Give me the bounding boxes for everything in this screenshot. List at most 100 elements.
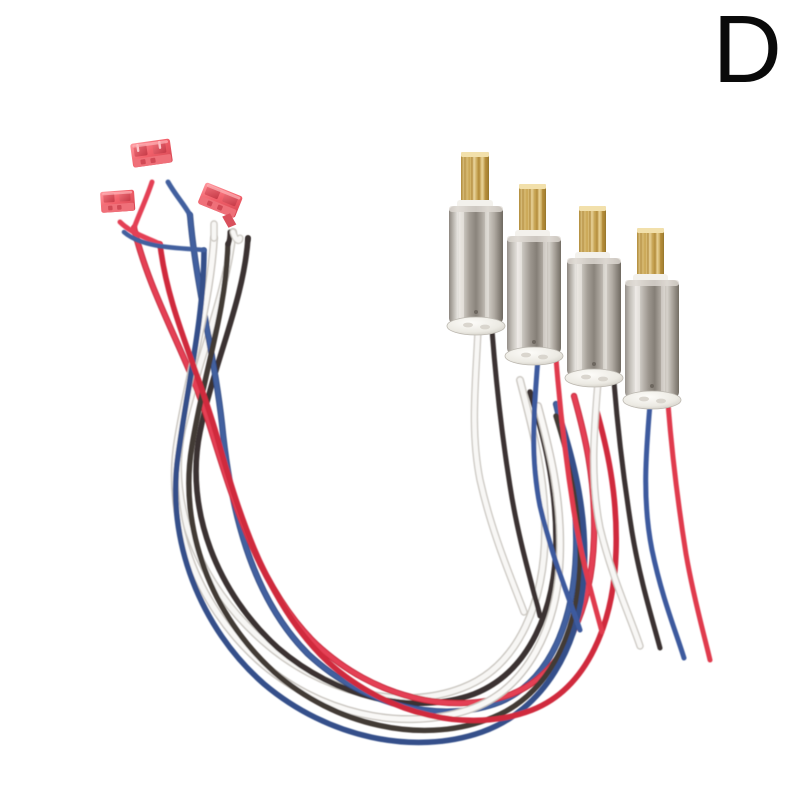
motor-2-end-cap <box>505 347 563 365</box>
motor-3-end-cap-rim <box>564 368 624 388</box>
motor-unit-4 <box>622 228 682 410</box>
wire-pigtail-blue-m2 <box>531 355 583 633</box>
motor-1-cap-vent-a <box>463 322 473 328</box>
motor-2-pinion-top <box>519 184 546 189</box>
motor-3-crimp-dimple <box>592 362 596 366</box>
motor-2-pinion-tooth-groove-4 <box>542 184 545 230</box>
motor-2-specular-2 <box>543 242 547 348</box>
motor-4-chrome-body <box>625 280 679 398</box>
connector-2-keyway-left <box>103 193 115 203</box>
motor-1-pinion-top <box>461 152 489 157</box>
wire-pigtail-white-m1 <box>472 327 527 615</box>
connector-3-highlight <box>206 184 241 200</box>
wire-pigtail-red-m2 <box>553 355 605 635</box>
motor-1-cap-vent-b <box>480 324 490 330</box>
variant-letter-label: D <box>712 0 782 103</box>
connector-1-slot-a <box>140 159 146 165</box>
wire-strand-black-2 <box>186 241 583 734</box>
motor-2-pinion-body <box>519 184 546 234</box>
connector-3-slot-b <box>216 204 223 211</box>
motor-1-pinion-body <box>461 152 489 204</box>
motor-2-pinion-gear <box>519 184 546 234</box>
motor-1-pinion-tooth-groove-2 <box>471 152 474 200</box>
motor-1-body-top-edge <box>449 206 503 212</box>
motor-3-pinion-tooth-groove-2 <box>589 206 592 252</box>
motor-4-pinion-tooth-groove-2 <box>647 228 650 274</box>
motor-2-crimp-dimple <box>532 340 536 344</box>
motor-4-specular-1 <box>635 286 640 392</box>
motor-2-chrome-body <box>507 236 561 354</box>
connector-plug-3 <box>198 182 243 228</box>
motor-1-specular-1 <box>459 212 464 318</box>
motor-4-pinion-tooth-groove-1 <box>640 228 643 274</box>
motor-4-crimp-dimple <box>650 384 654 388</box>
motor-1-specular-2 <box>485 212 489 318</box>
motor-unit-1 <box>446 152 506 336</box>
connector-plug-1 <box>130 138 173 168</box>
motor-3-cap-vent-a <box>581 374 591 380</box>
motor-4-pinion-tooth-groove-4 <box>660 228 663 274</box>
tail-blue-left <box>121 229 207 253</box>
connector-2-slot-b <box>117 205 122 210</box>
motor-3-specular-2 <box>603 264 607 370</box>
motor-2-specular-1 <box>517 242 522 348</box>
motor-3-specular-1 <box>577 264 582 370</box>
connector-2-slot-a <box>108 205 113 211</box>
tail-blue-upper <box>165 179 193 218</box>
tail-red-upper <box>131 179 155 231</box>
motor-2-cap-vent-b <box>538 354 548 360</box>
connector-2-highlight <box>102 190 133 196</box>
wire-strand-red-2 <box>157 241 620 724</box>
motor-3-pinion-gear <box>579 206 606 256</box>
motor-unit-3 <box>564 206 624 388</box>
motor-3-pinion-tooth-groove-4 <box>602 206 605 252</box>
motor-3-pinion-tooth-groove-3 <box>596 206 599 252</box>
motor-4-cap-vent-b <box>656 398 666 404</box>
tail-red-left <box>117 219 163 247</box>
connector-1-highlight <box>132 140 169 148</box>
motor-3-end-cap <box>565 369 623 387</box>
motor-4-pinion-tooth-groove-3 <box>654 228 657 274</box>
motor-2-end-cap-rim <box>504 346 564 366</box>
connector-3-slot-a <box>206 200 213 207</box>
connector-plug-2 <box>100 189 136 213</box>
connector-1-slot-b <box>150 157 156 164</box>
motor-2-pinion-tooth-groove-2 <box>529 184 532 230</box>
motor-3-chrome-body <box>567 258 621 376</box>
motor-3-pinion-tooth-groove-1 <box>582 206 585 252</box>
connector-3-latch-tab <box>222 213 237 228</box>
motor-1-pinion-tooth-groove-3 <box>478 152 481 200</box>
motor-3-pinion-body <box>579 206 606 256</box>
motor-unit-2 <box>504 184 564 366</box>
motor-1-pinion-tooth-groove-4 <box>484 152 487 200</box>
motor-4-pinion-top <box>637 228 664 233</box>
motor-3-pinion-top <box>579 206 606 211</box>
connector-wire-tails <box>117 179 251 253</box>
motor-1-end-cap <box>447 317 505 335</box>
motor-1-pinion-gear <box>461 152 489 204</box>
motor-4-cap-vent-a <box>639 396 649 402</box>
motor-3-body-top-edge <box>567 258 621 264</box>
wire-strand-red-1 <box>131 225 597 706</box>
motor-3-cap-vent-b <box>598 376 608 382</box>
connector-2-keyway-right <box>119 191 131 202</box>
wire-pigtail-black-m3 <box>611 379 663 651</box>
motor-2-pinion-tooth-groove-1 <box>522 184 525 230</box>
motor-2-cap-vent-a <box>521 352 531 358</box>
motor-4-specular-2 <box>661 286 665 392</box>
motor-4-pinion-body <box>637 228 664 278</box>
motor-1-end-cap-rim <box>446 316 506 336</box>
motor-1-chrome-body <box>449 206 503 324</box>
motor-2-body-top-edge <box>507 236 561 242</box>
motor-4-end-cap-rim <box>622 390 682 410</box>
motor-1-crimp-dimple <box>474 310 478 314</box>
motor-4-body-top-edge <box>625 280 679 286</box>
wire-harness-bundle <box>130 211 713 746</box>
wire-pigtail-blue-m4 <box>643 401 687 661</box>
wire-pigtail-white-m3 <box>591 379 643 649</box>
wire-pigtail-black-m1 <box>489 327 543 619</box>
wire-strand-blue-2 <box>172 247 588 746</box>
wire-pigtail-red-m4 <box>665 401 713 663</box>
